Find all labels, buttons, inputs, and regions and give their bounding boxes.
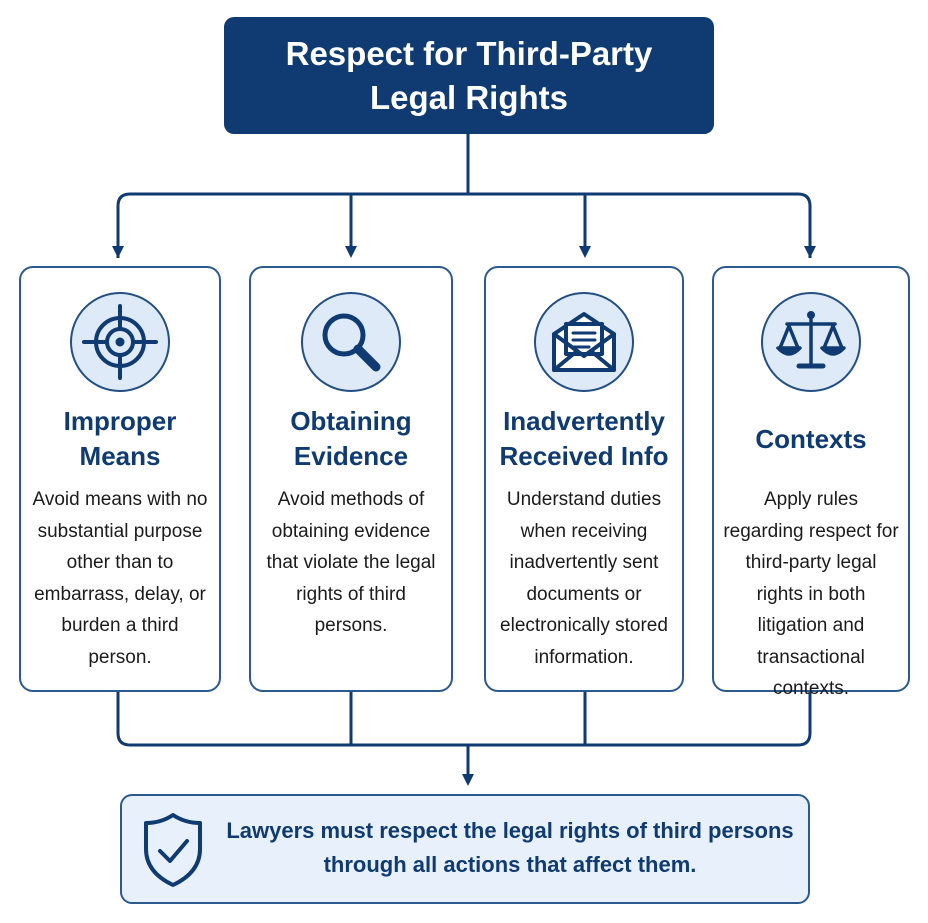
card-title: Inadvertently Received Info — [499, 406, 669, 471]
card-description: Avoid methods of obtaining evidence that… — [266, 489, 436, 636]
summary-text: Lawyers must respect the legal rights of… — [226, 818, 794, 877]
summary-box: Lawyers must respect the legal rights of… — [120, 794, 810, 904]
card-contexts: Contexts Apply rules regarding respect f… — [712, 266, 910, 699]
envelope-icon — [534, 292, 634, 392]
scales-icon — [761, 292, 861, 392]
card-description: Avoid means with no substantial purpose … — [32, 489, 208, 668]
card-title: Improper Means — [63, 406, 177, 471]
magnifying-glass-icon — [301, 292, 401, 392]
target-icon — [70, 292, 170, 392]
card-title: Obtaining Evidence — [290, 406, 412, 471]
shield-check-icon — [140, 811, 206, 894]
card-title: Contexts — [755, 423, 867, 454]
card-obtaining-evidence: Obtaining Evidence Avoid methods of obta… — [249, 266, 453, 692]
diagram-title: Respect for Third-Party Legal Rights — [224, 17, 714, 134]
card-description: Apply rules regarding respect for third-… — [723, 489, 899, 699]
card-description: Understand duties when receiving inadver… — [500, 489, 668, 668]
card-inadvertently-received-info: Inadvertently Received Info Understand d… — [484, 266, 684, 692]
card-improper-means: Improper Means Avoid means with no subst… — [19, 266, 221, 692]
